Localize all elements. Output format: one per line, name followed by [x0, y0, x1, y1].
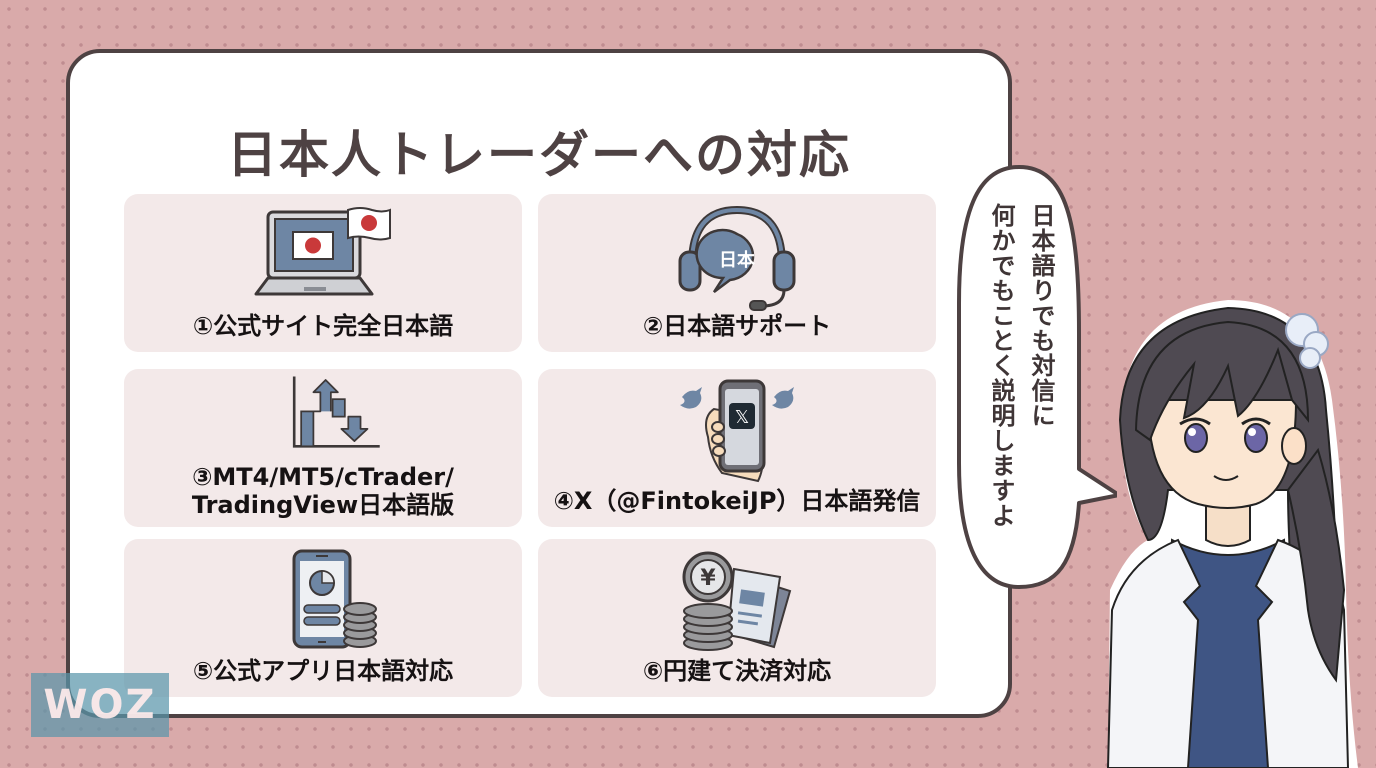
hair-scrunchie [1285, 313, 1329, 369]
smartphone-x-icon: 𝕏 [680, 379, 794, 483]
trading-chart-icon [292, 376, 380, 448]
speech-bubble-line-1: 日本語りでも対信に [1027, 203, 1055, 428]
feature-card-label: ⑤公式アプリ日本語対応 [192, 657, 454, 685]
feature-card-label: ③MT4/MT5/cTrader/ TradingView日本語版 [124, 463, 522, 519]
feature-card-official-site: ①公式サイト完全日本語 [124, 194, 522, 352]
character-illustration [1106, 300, 1358, 768]
headset-bubble-text: 日本 [719, 249, 755, 271]
main-panel: 日本人トレーダーへの対応 ①公式サイト完全日本語 日本 ②日本語サポート [66, 49, 1012, 718]
watermark-logo: WOZ [31, 673, 169, 737]
x-logo-text: 𝕏 [735, 407, 750, 428]
feature-card-label: ②日本語サポート [642, 312, 832, 340]
feature-card-official-app: ⑤公式アプリ日本語対応 [124, 539, 522, 697]
speech-bubble: 日本語りでも対信に 何かでもことく説明しますよ [957, 163, 1117, 591]
feature-card-label: ④X（@FintokeiJP）日本語発信 [553, 487, 921, 515]
yen-coins-documents-icon: ¥ [682, 551, 792, 651]
yen-symbol: ¥ [700, 566, 716, 591]
mobile-app-coins-icon [292, 549, 377, 649]
speech-bubble-shape [957, 165, 1117, 589]
label-line-1: ③MT4/MT5/cTrader/ [192, 463, 454, 491]
speech-bubble-line-2: 何かでもことく説明しますよ [987, 203, 1015, 528]
page-title: 日本人トレーダーへの対応 [227, 126, 851, 184]
feature-card-x-account: 𝕏 ④X（@FintokeiJP）日本語発信 [538, 369, 936, 527]
eyes [1179, 417, 1271, 453]
feature-card-yen-payment: ¥ ⑥円建て決済対応 [538, 539, 936, 697]
laptop-japan-flag-icon [254, 207, 391, 296]
feature-card-label: ⑥円建て決済対応 [642, 657, 832, 685]
feature-card-trading-platforms: ③MT4/MT5/cTrader/ TradingView日本語版 [124, 369, 522, 527]
feature-card-japanese-support: 日本 ②日本語サポート [538, 194, 936, 352]
label-line-2: TradingView日本語版 [191, 491, 455, 519]
headset-support-icon: 日本 [678, 205, 796, 311]
feature-card-label: ①公式サイト完全日本語 [192, 312, 454, 340]
